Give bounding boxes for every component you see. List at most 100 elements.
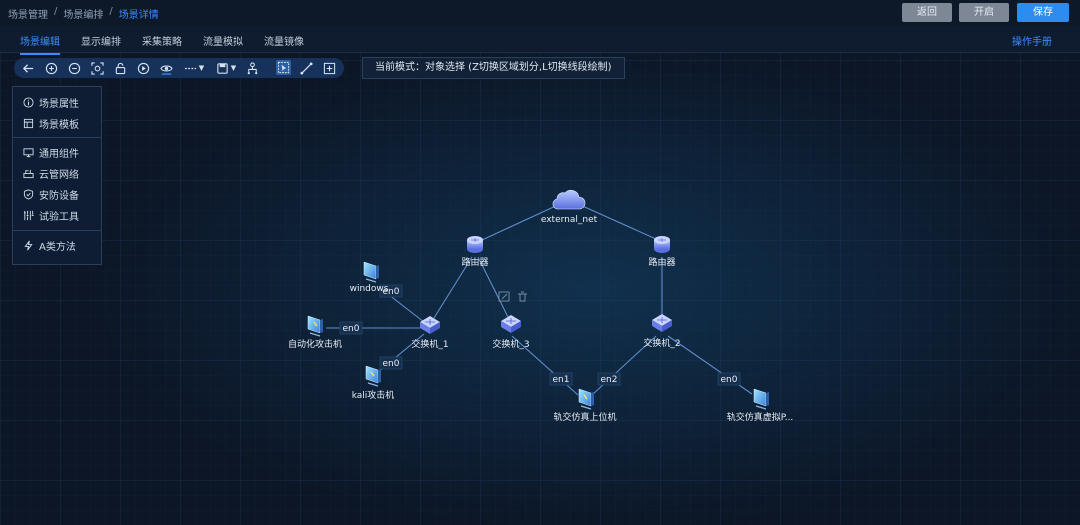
breadcrumb-item-scene-detail: 场景详情 <box>118 10 159 21</box>
panel-divider <box>13 137 101 138</box>
computer-icon <box>753 388 769 410</box>
interface-tag-auto-attack[interactable]: en0 <box>339 321 363 335</box>
node-label: external_net <box>541 215 598 225</box>
side-item-test-tools[interactable]: 试验工具 <box>13 205 101 225</box>
node-switch-2[interactable]: 交换机_2 <box>643 314 681 349</box>
side-item-security-devices[interactable]: 安防设备 <box>13 184 101 204</box>
interface-label: en0 <box>383 287 400 297</box>
switch-icon <box>420 316 440 334</box>
node-label: 交换机_2 <box>643 337 680 349</box>
side-item-label: 场景属性 <box>39 98 79 110</box>
computer-icon <box>307 315 323 337</box>
breadcrumb-separator: / <box>54 6 58 17</box>
interface-label: en0 <box>343 324 360 334</box>
mode-indicator: 当前模式：对象选择 (Z切换区域划分,L切换线段绘制) <box>362 57 625 79</box>
node-label: 自动化攻击机 <box>288 338 342 350</box>
link-router1-switch1[interactable] <box>433 256 473 319</box>
interface-label: en1 <box>553 375 570 385</box>
fit-screen-icon[interactable] <box>90 61 104 75</box>
breadcrumb-item-scene-orchestration[interactable]: 场景编排 <box>63 10 104 21</box>
link-cloud-router2[interactable] <box>577 203 657 240</box>
interface-label: en0 <box>383 359 400 369</box>
side-item-label: A类方法 <box>39 241 76 253</box>
save-button[interactable]: 保存 <box>1017 3 1069 22</box>
back-button[interactable]: 返回 <box>902 3 952 22</box>
computer-icon <box>363 261 379 283</box>
node-label: 路由器 <box>461 256 488 268</box>
eye-icon[interactable] <box>159 61 173 75</box>
draw-line-icon[interactable] <box>299 61 313 75</box>
interface-tag-kali[interactable]: en0 <box>379 356 403 370</box>
tree-icon[interactable] <box>245 61 259 75</box>
interface-tag-virtual[interactable]: en0 <box>717 372 741 386</box>
node-switch-1[interactable]: 交换机_1 <box>411 316 449 350</box>
template-icon <box>23 118 34 128</box>
side-item-class-a-methods[interactable]: A类方法 <box>13 235 101 255</box>
interface-tag-upper-en2[interactable]: en2 <box>597 372 621 386</box>
zoom-in-icon[interactable] <box>44 61 58 75</box>
tab-scene-edit[interactable]: 场景编辑 <box>20 33 60 55</box>
computer-icon <box>578 388 594 410</box>
arrow-left-icon[interactable] <box>21 61 35 75</box>
tab-collection-policy[interactable]: 采集策略 <box>142 37 182 48</box>
start-button[interactable]: 开启 <box>959 3 1009 22</box>
node-switch-3[interactable]: 交换机_3 <box>492 315 530 350</box>
top-bar: 场景管理 / 场景编排 / 场景详情 返回 开启 保存 <box>0 0 1080 26</box>
interface-label: en2 <box>601 375 618 385</box>
node-label: 交换机_1 <box>411 338 448 350</box>
node-kali[interactable]: kali攻击机 <box>352 365 395 401</box>
node-router-1[interactable]: 路由器 <box>461 236 489 268</box>
link-router1-switch3[interactable] <box>477 256 509 318</box>
switch-icon <box>652 314 672 332</box>
link-cloud-router1[interactable] <box>481 203 561 241</box>
tab-bar: 场景编辑 显示编排 采集策略 流量模拟 流量镜像 操作手册 <box>0 26 1080 55</box>
cloud-icon <box>552 189 586 210</box>
node-external-net[interactable]: external_net <box>541 189 598 225</box>
info-icon <box>23 96 34 108</box>
delete-icon[interactable] <box>518 291 527 302</box>
tab-traffic-simulation[interactable]: 流量模拟 <box>203 37 243 48</box>
node-router-2[interactable]: 路由器 <box>648 236 676 268</box>
add-node-icon[interactable] <box>322 61 336 75</box>
switch-icon <box>501 315 521 333</box>
node-label: 路由器 <box>648 256 675 268</box>
side-item-cloud-network[interactable]: 云管网络 <box>13 163 101 183</box>
side-item-label: 安防设备 <box>39 190 79 202</box>
interface-tag-windows[interactable]: en0 <box>379 284 403 298</box>
router-icon <box>467 236 483 253</box>
node-windows[interactable]: windows <box>350 261 389 294</box>
network-icon <box>23 169 34 178</box>
tab-traffic-mirror[interactable]: 流量镜像 <box>264 37 304 48</box>
shield-icon <box>23 188 34 200</box>
manual-link[interactable]: 操作手册 <box>1012 37 1052 48</box>
lightning-icon <box>24 240 33 250</box>
interface-label: en0 <box>721 375 738 385</box>
panel-divider <box>13 230 101 231</box>
side-item-label: 试验工具 <box>39 211 79 223</box>
edit-icon[interactable] <box>498 291 510 302</box>
breadcrumb: 场景管理 / 场景编排 / 场景详情 <box>8 6 159 21</box>
interface-tag-upper-en1[interactable]: en1 <box>549 372 573 386</box>
breadcrumb-item-scene-management[interactable]: 场景管理 <box>8 10 48 21</box>
save-dropdown-icon[interactable]: ▼ <box>214 61 238 75</box>
side-item-label: 场景模板 <box>39 119 79 131</box>
side-item-common-components[interactable]: 通用组件 <box>13 142 101 162</box>
zoom-out-icon[interactable] <box>67 61 81 75</box>
tab-display-layout[interactable]: 显示编排 <box>81 37 121 48</box>
play-icon[interactable] <box>136 61 150 75</box>
node-auto-attack[interactable]: 自动化攻击机 <box>288 315 342 350</box>
monitor-icon <box>23 147 34 157</box>
node-upper-computer[interactable]: 轨交仿真上位机 <box>553 388 617 423</box>
node-virtual-plc[interactable]: 轨交仿真虚拟P... <box>727 388 794 423</box>
line-style-icon[interactable]: ▼ <box>184 64 205 72</box>
select-mode-icon[interactable] <box>276 60 291 75</box>
breadcrumb-separator: / <box>109 6 113 17</box>
component-panel: 场景属性 场景模板 通用组件 云管网络 安防设备 试验工具 A类方法 <box>12 86 102 265</box>
side-item-scene-properties[interactable]: 场景属性 <box>13 92 101 112</box>
side-item-scene-template[interactable]: 场景模板 <box>13 113 101 133</box>
node-label: 轨交仿真虚拟P... <box>727 411 794 423</box>
node-label: 轨交仿真上位机 <box>553 411 616 423</box>
lock-icon[interactable] <box>113 61 127 75</box>
canvas-toolbar: ▼ ▼ <box>14 58 344 78</box>
